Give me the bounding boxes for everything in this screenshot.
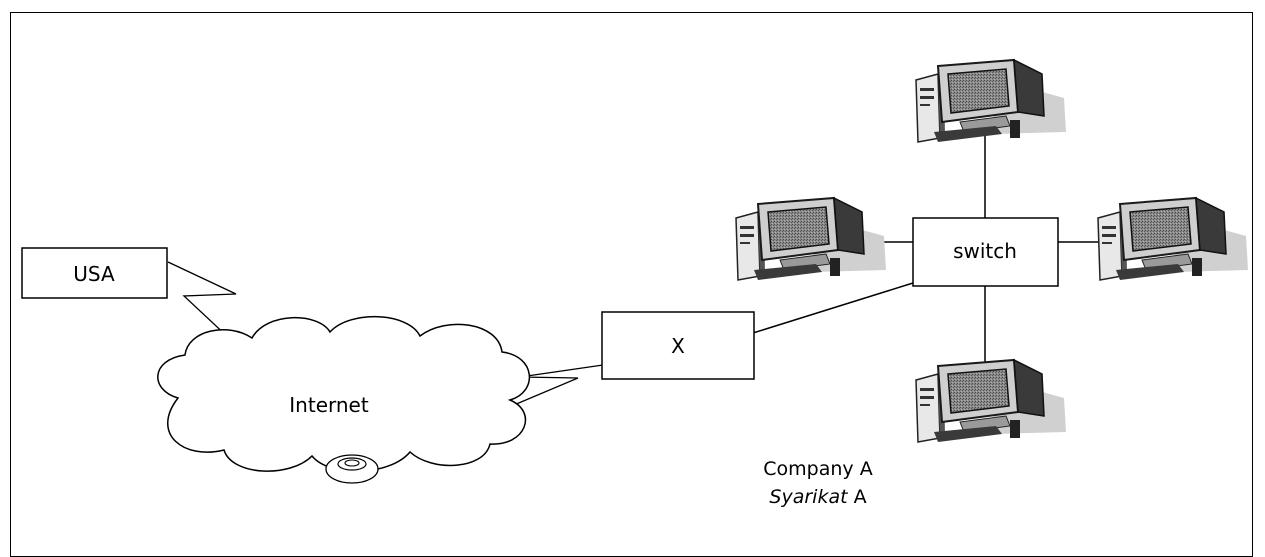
computer-icon [915, 59, 1067, 143]
computer-icon [915, 359, 1067, 443]
caption-line-2: Syarikat A [748, 483, 888, 511]
x-label: X [671, 334, 685, 358]
caption-line-1: Company A [763, 458, 873, 480]
cloud-icon [157, 315, 530, 484]
switch-node [912, 217, 1059, 287]
usa-node [21, 247, 168, 299]
company-caption: Company A Syarikat A [748, 455, 888, 511]
computer-icon [735, 197, 887, 281]
switch-label: switch [953, 239, 1017, 263]
internet-label: Internet [289, 393, 369, 417]
x-node [601, 311, 755, 380]
caption-italic-word: Syarikat [769, 486, 848, 508]
usa-label: USA [73, 262, 115, 286]
caption-line-2-rest: A [847, 486, 867, 508]
computer-icon [1097, 197, 1249, 281]
